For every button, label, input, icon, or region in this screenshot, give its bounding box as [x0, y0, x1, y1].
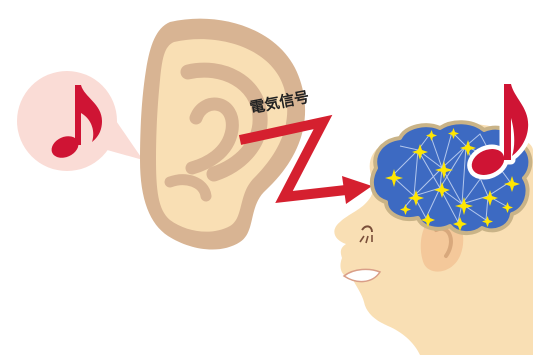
signal-arrow — [238, 114, 372, 204]
ear-illustration — [140, 18, 306, 250]
mouth — [342, 268, 382, 283]
brain-music-note-icon — [467, 79, 533, 180]
music-note-icon — [51, 85, 102, 158]
eye — [361, 225, 373, 233]
speech-bubble — [17, 71, 143, 171]
